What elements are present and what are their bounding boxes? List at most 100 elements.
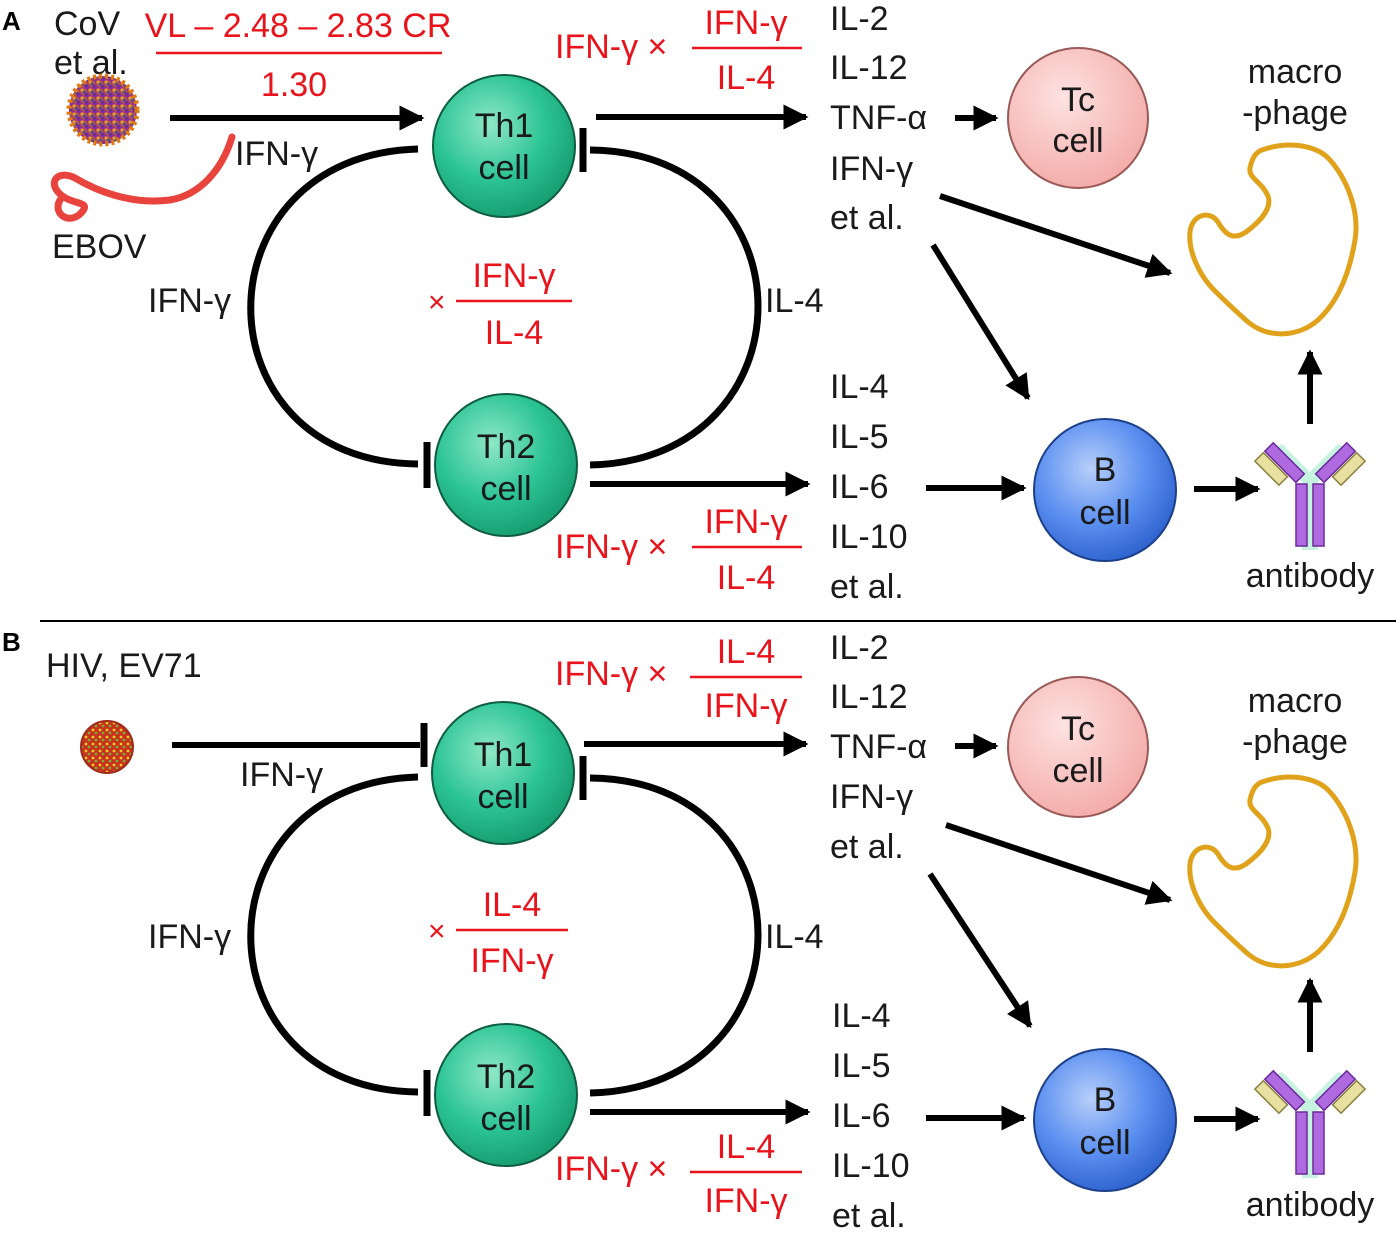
tc-cell: Tc cell (1007, 47, 1149, 189)
th1-to-macrophage-arrow (939, 193, 1173, 278)
th2-cell: Th2 cell (434, 393, 578, 537)
loop-left-label: IFN-γ (148, 918, 231, 956)
top-denominator: IFN-γ (704, 687, 787, 725)
antibody-label: antibody (1246, 557, 1375, 595)
b-cell: B cell (1033, 418, 1177, 562)
bottom-numerator: IL-4 (717, 1128, 776, 1166)
panel-a-letter: A (2, 6, 21, 36)
th1-cytokine: et al. (830, 828, 904, 866)
top-numerator: IL-4 (717, 633, 776, 671)
th2-cytokine: et al. (830, 568, 904, 606)
th1-cytokine: IL-2 (830, 0, 889, 38)
th1-inhibits-th2-loop (247, 773, 419, 1096)
virus-label-ebov: EBOV (52, 228, 147, 266)
bottom-factor: IFN-γ × (555, 528, 667, 566)
th1-to-macrophage-arrow (945, 822, 1173, 905)
b-cell-sublabel: cell (1079, 494, 1130, 532)
entry-label: IFN-γ (235, 135, 318, 173)
top-denominator: IL-4 (717, 59, 776, 97)
center-denominator: IL-4 (485, 314, 544, 352)
th2-cytokine: et al. (832, 1197, 906, 1235)
th1-cytokine: IFN-γ (830, 778, 913, 816)
loop-right-label: IL-4 (765, 282, 824, 320)
th1-cytokine: IL-12 (830, 678, 908, 716)
b-cell-label: B (1094, 1081, 1117, 1119)
top-factor: IFN-γ × (555, 28, 667, 66)
b-cell-label: B (1094, 451, 1117, 489)
antibody-icon (1253, 441, 1367, 550)
bottom-factor: IFN-γ × (555, 1150, 667, 1188)
macrophage-icon (1187, 774, 1359, 969)
formula-denominator: 1.30 (261, 66, 327, 104)
hiv-virus-icon (80, 720, 134, 774)
th2-cytokine: IL-6 (830, 468, 889, 506)
bottom-numerator: IFN-γ (704, 503, 787, 541)
th1-cytokine: IFN-γ (830, 150, 913, 188)
th2-cytokine: IL-5 (830, 418, 889, 456)
macrophage-sublabel: -phage (1242, 723, 1348, 761)
antibody-label: antibody (1246, 1186, 1375, 1224)
bottom-denominator: IFN-γ (704, 1182, 787, 1220)
tc-cell: Tc cell (1007, 676, 1149, 818)
top-numerator: IFN-γ (704, 4, 787, 42)
center-numerator: IL-4 (483, 886, 542, 924)
ebola-filament-icon (50, 133, 236, 222)
th1-to-b-cell-arrow (930, 243, 1031, 401)
tc-label: Tc (1061, 710, 1095, 748)
th2-sublabel: cell (480, 470, 531, 508)
th1-cytokine: IL-2 (830, 629, 889, 667)
th2-cytokine: IL-4 (832, 997, 891, 1035)
th2-cytokine-list: IL-4 IL-5 IL-6 IL-10 et al. (832, 997, 910, 1235)
th1-cytokine-list: IL-2 IL-12 TNF-α IFN-γ et al. (830, 629, 927, 866)
macrophage-icon (1187, 142, 1359, 337)
th1-cell: Th1 cell (431, 701, 575, 845)
th2-inhibits-th1-loop (589, 146, 762, 469)
panel-a: A CoV et al. EBOV VL – 2.48 – 2.83 CR 1.… (2, 0, 1374, 606)
center-times: × (428, 286, 446, 319)
th2-cytokine: IL-10 (832, 1147, 910, 1185)
formula-numerator: VL – 2.48 – 2.83 CR (145, 7, 452, 45)
th2-cytokine: IL-6 (832, 1097, 891, 1135)
th1-sublabel: cell (478, 149, 529, 187)
center-times: × (428, 915, 446, 948)
macrophage-label: macro (1248, 682, 1342, 720)
th1-sublabel: cell (477, 778, 528, 816)
panel-b: B HIV, EV71 IFN-γ IFN-γ IL-4 × IL-4 IFN-… (2, 627, 1374, 1235)
tc-label: Tc (1061, 81, 1095, 119)
th2-cytokine: IL-10 (830, 518, 908, 556)
macrophage-label: macro (1248, 53, 1342, 91)
loop-right-label: IL-4 (765, 918, 824, 956)
antibody-icon (1253, 1069, 1367, 1178)
th1-label: Th1 (474, 736, 533, 774)
b-cell-sublabel: cell (1079, 1124, 1130, 1162)
th1-cytokine: TNF-α (830, 728, 927, 766)
center-denominator: IFN-γ (470, 942, 553, 980)
virus-label-cov: CoV (54, 5, 120, 43)
th2-cytokine: IL-5 (832, 1047, 891, 1085)
center-numerator: IFN-γ (472, 257, 555, 295)
th1-to-b-cell-arrow (927, 872, 1033, 1029)
th2-cell: Th2 cell (434, 1023, 578, 1167)
th1-label: Th1 (475, 107, 534, 145)
virus-label-hiv: HIV, EV71 (46, 647, 202, 685)
th2-label: Th2 (477, 1058, 536, 1096)
b-cell: B cell (1033, 1048, 1177, 1192)
th2-sublabel: cell (480, 1100, 531, 1138)
th1-cytokine-list: IL-2 IL-12 TNF-α IFN-γ et al. (830, 0, 927, 237)
entry-label: IFN-γ (240, 756, 323, 794)
th1-cell: Th1 cell (432, 74, 576, 218)
th1-cytokine: et al. (830, 199, 904, 237)
th1-cytokine: TNF-α (830, 99, 927, 137)
loop-left-label: IFN-γ (148, 282, 231, 320)
macrophage-sublabel: -phage (1242, 94, 1348, 132)
th1-cytokine: IL-12 (830, 49, 908, 87)
tc-sublabel: cell (1052, 752, 1103, 790)
coronavirus-icon (66, 73, 140, 147)
virus-label-et-al: et al. (54, 44, 128, 82)
th2-label: Th2 (477, 428, 536, 466)
th2-cytokine-list: IL-4 IL-5 IL-6 IL-10 et al. (830, 368, 908, 606)
th1-inhibits-th2-loop (247, 145, 419, 468)
top-factor: IFN-γ × (555, 655, 667, 693)
panel-b-letter: B (2, 627, 21, 657)
